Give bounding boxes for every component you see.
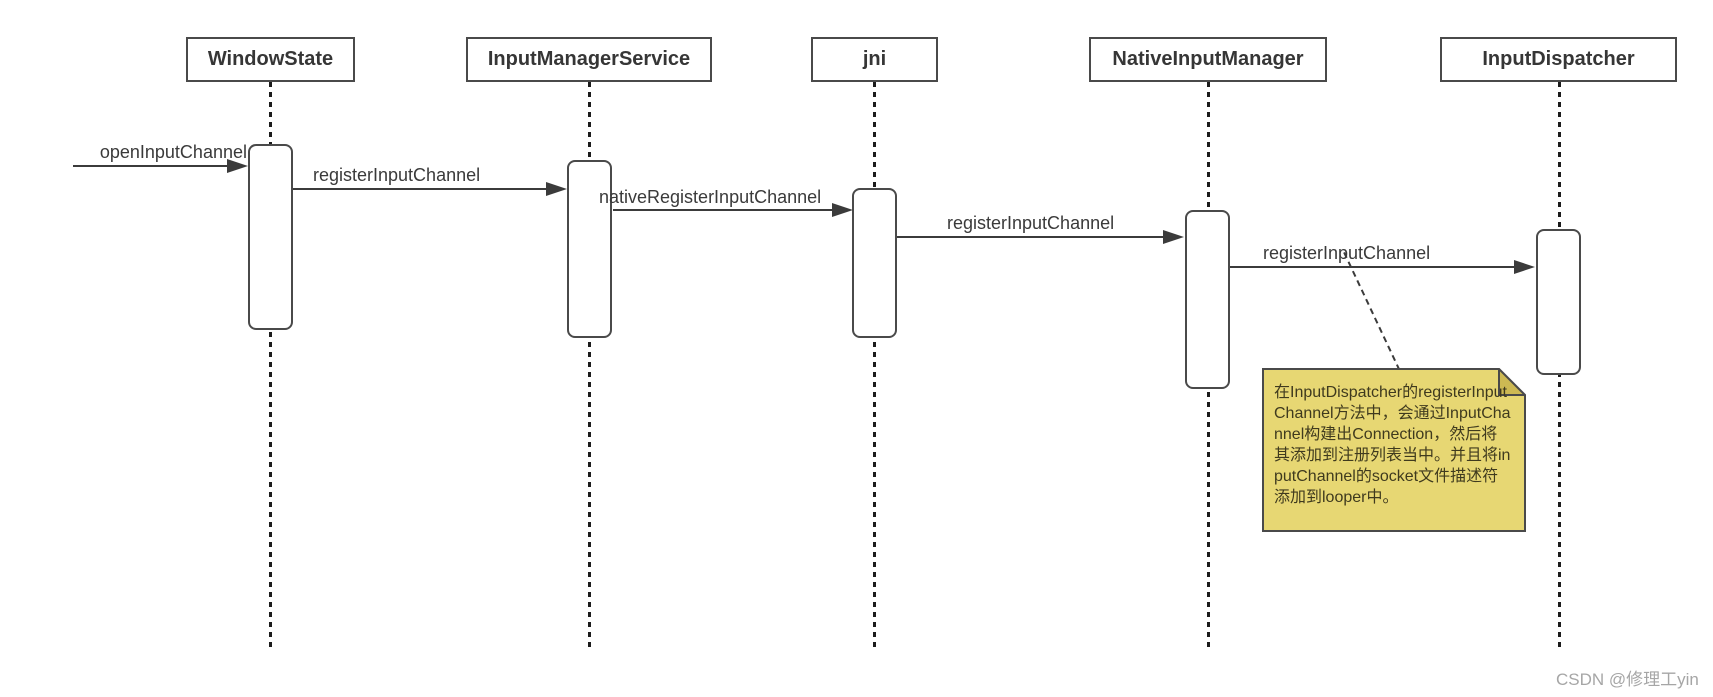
participant-label: InputDispatcher — [1482, 48, 1635, 70]
activation-inputdispatcher — [1536, 229, 1581, 375]
message-line — [293, 188, 548, 190]
message-line — [897, 236, 1165, 238]
activation-windowstate — [248, 144, 293, 330]
lifeline-windowstate — [269, 82, 272, 652]
activation-inputmanagerservice — [567, 160, 612, 338]
lifeline-inputmanagerservice — [588, 82, 591, 652]
lifeline-jni — [873, 82, 876, 652]
message-label: nativeRegisterInputChannel — [599, 187, 822, 207]
arrowhead-icon — [227, 159, 248, 173]
message-line — [1230, 266, 1516, 268]
participant-label: WindowState — [207, 48, 334, 70]
arrowhead-icon — [1514, 260, 1535, 274]
participant-nativeinputmanager: NativeInputManager — [1089, 37, 1327, 82]
participant-windowstate: WindowState — [186, 37, 355, 82]
participant-label: jni — [862, 48, 887, 70]
note-connector — [1343, 252, 1401, 371]
arrowhead-icon — [1163, 230, 1184, 244]
watermark: CSDN @修理工yin — [1556, 670, 1699, 689]
activation-jni — [852, 188, 897, 338]
participant-inputmanagerservice: InputManagerService — [466, 37, 712, 82]
note: 在InputDispatcher的registerInputChannel方法中… — [1262, 368, 1526, 532]
message-label: registerInputChannel — [313, 165, 481, 185]
message-label: openInputChannel — [99, 142, 247, 162]
note-shape-icon — [1262, 368, 1526, 532]
message-line — [73, 165, 230, 167]
participant-label: NativeInputManager — [1112, 48, 1304, 70]
message-label: registerInputChannel — [1263, 243, 1431, 263]
activation-nativeinputmanager — [1185, 210, 1230, 389]
note-text: 在InputDispatcher的registerInputChannel方法中… — [1274, 384, 1511, 506]
message-line — [613, 209, 834, 211]
participant-jni: jni — [811, 37, 938, 82]
participant-inputdispatcher: InputDispatcher — [1440, 37, 1677, 82]
arrowhead-icon — [832, 203, 853, 217]
arrowhead-icon — [546, 182, 567, 196]
participant-label: InputManagerService — [487, 48, 691, 70]
message-label: registerInputChannel — [947, 213, 1115, 233]
